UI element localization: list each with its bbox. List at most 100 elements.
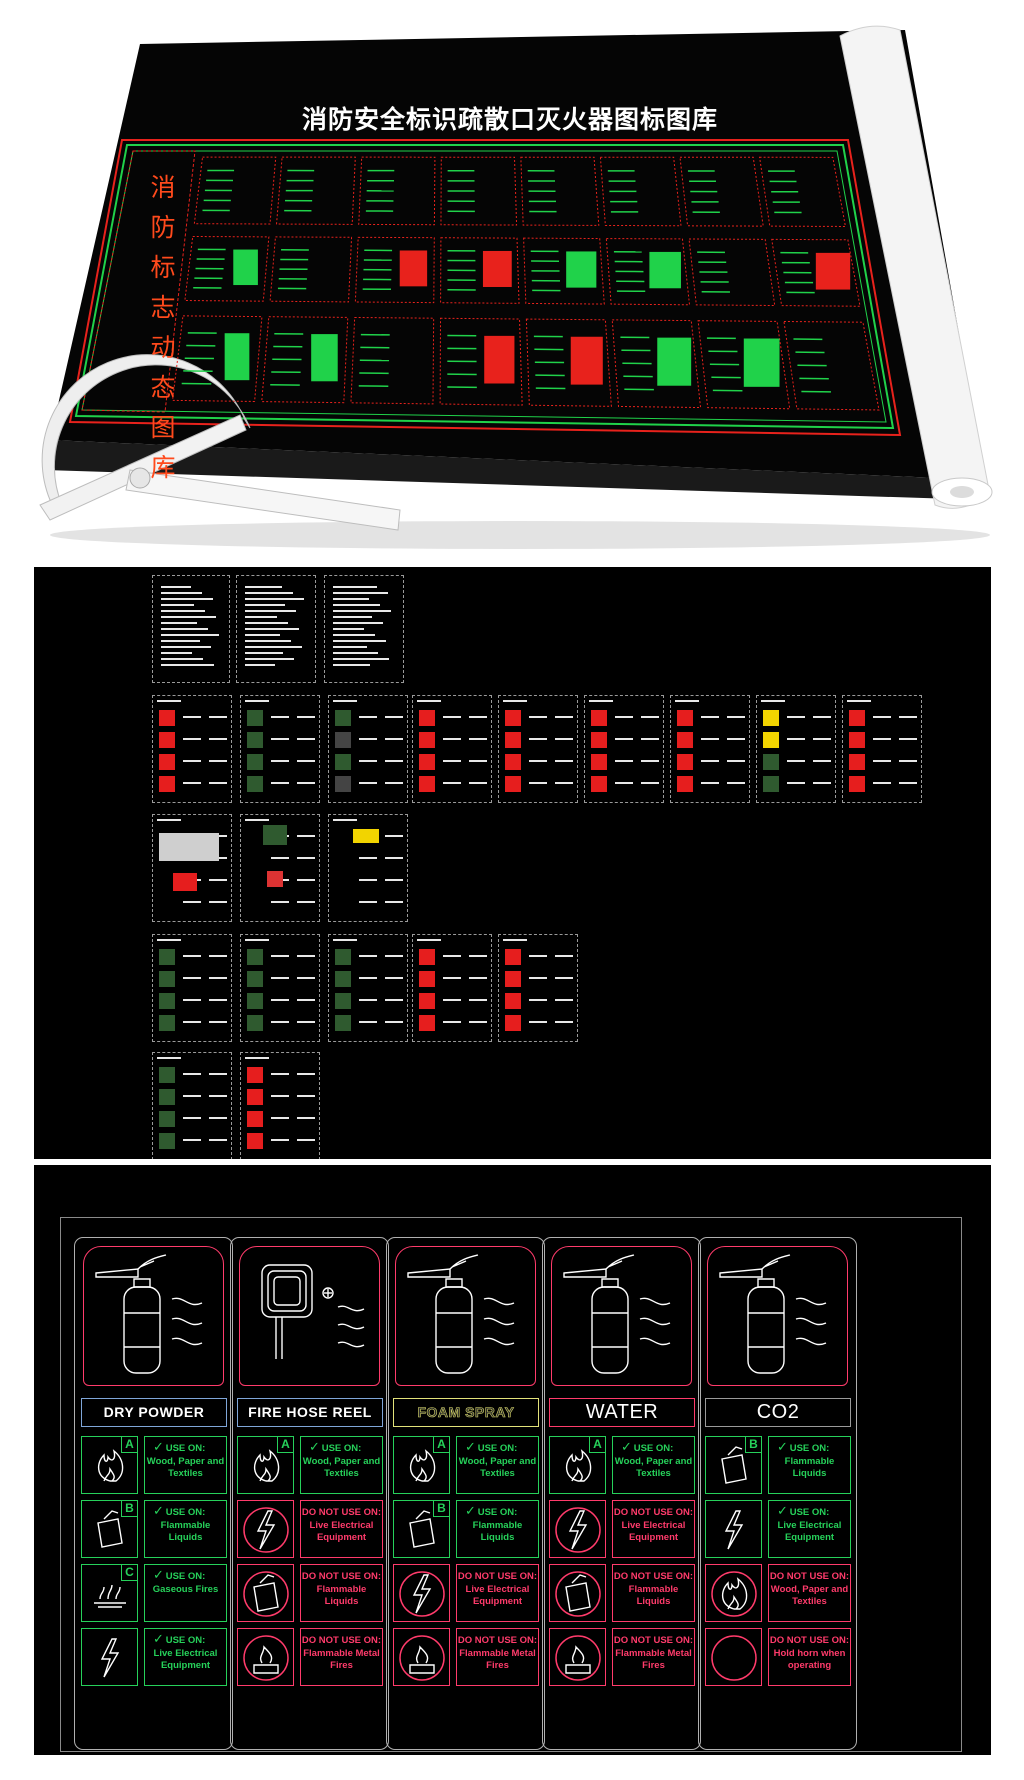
hazard-class-box: A <box>237 1436 294 1494</box>
cad-sheet-mark <box>183 782 201 784</box>
usage-text: Flammable Liquids <box>628 1584 679 1607</box>
cad-sheet-mark <box>271 977 289 979</box>
cad-sheet <box>498 695 578 803</box>
cad-sheet-mark <box>247 1133 263 1149</box>
cad-sheet-mark <box>247 829 263 845</box>
usage-heading: DO NOT USE ON: <box>301 1571 382 1582</box>
cad-sheet-mark <box>443 738 461 740</box>
usage-heading: USE ON: <box>789 1507 830 1518</box>
cad-sheet-mark <box>335 710 351 726</box>
cad-sheet-mark <box>529 738 547 740</box>
cad-sheet-mark <box>419 732 435 748</box>
poster-sheet <box>261 316 349 404</box>
cad-sheet-mark <box>271 955 289 957</box>
cad-sheet-mark <box>247 1067 263 1083</box>
hazard-class-box <box>237 1564 294 1622</box>
use-on-row: B✓USE ON:Flammable Liquids <box>81 1500 227 1558</box>
cad-sheet-mark <box>245 604 285 606</box>
cad-sheet-mark <box>443 1021 461 1023</box>
cad-sheet-mark <box>469 1021 487 1023</box>
cad-sheet-mark <box>333 658 389 660</box>
cad-sheet-mark <box>555 1021 573 1023</box>
cad-sheet-mark <box>297 738 315 740</box>
cad-sheet-mark <box>529 999 547 1001</box>
poster-sign-block <box>657 337 692 386</box>
cad-sheet-mark <box>899 716 917 718</box>
cad-sheet-mark <box>529 716 547 718</box>
poster-sheet <box>611 319 702 409</box>
hazard-class-box <box>705 1628 762 1686</box>
extinguisher-icon <box>95 1254 203 1374</box>
cad-sheet-mark <box>161 634 219 636</box>
usage-text: Live Electrical Equipment <box>309 1520 374 1543</box>
cad-sheet-mark <box>359 955 377 957</box>
poster-sheet <box>771 238 861 307</box>
cad-sheet-mark <box>727 782 745 784</box>
cad-sheet-mark <box>849 710 865 726</box>
cad-sheet-mark <box>245 586 282 588</box>
cad-sheet-mark <box>209 1095 227 1097</box>
cad-sheet-mark <box>677 776 693 792</box>
cad-sheet-mark <box>247 1015 263 1031</box>
cad-sheet-mark <box>159 776 175 792</box>
cad-sheet-mark <box>469 955 487 957</box>
cad-sheet-mark <box>247 1089 263 1105</box>
usage-text: Flammable Metal Fires <box>459 1648 536 1671</box>
usage-text: Live Electrical Equipment <box>777 1520 842 1543</box>
extinguisher-illustration <box>395 1246 536 1386</box>
cad-sheet-mark <box>335 971 351 987</box>
cad-sheet-mark <box>505 949 521 965</box>
fire-class-letter: A <box>433 1436 450 1453</box>
usage-heading: DO NOT USE ON: <box>457 1571 538 1582</box>
cad-sheet-mark <box>297 1073 315 1075</box>
extinguisher-illustration <box>551 1246 692 1386</box>
check-icon: ✓ <box>153 1503 164 1518</box>
cad-sheet-mark <box>159 710 175 726</box>
cad-sheet-mark <box>333 819 357 821</box>
cad-sheet-mark <box>183 901 201 903</box>
do-not-use-row: DO NOT USE ON:Flammable Liquids <box>237 1564 383 1622</box>
poster-sheet <box>350 316 435 405</box>
use-on-row: ✓USE ON: Live Electrical Equipment <box>705 1500 851 1558</box>
cad-sheet-mark <box>677 710 693 726</box>
cad-sheet-mark <box>385 879 403 881</box>
cad-sheet-mark <box>641 760 659 762</box>
cad-sheet-mark <box>677 732 693 748</box>
usage-heading: USE ON: <box>477 1443 518 1454</box>
fuel-can-icon <box>721 1446 747 1484</box>
cad-sheet-mark <box>183 1021 201 1023</box>
cad-sheet-mark <box>701 760 719 762</box>
check-icon: ✓ <box>153 1439 164 1454</box>
poster-sheet-grid <box>171 156 880 411</box>
fire-icon <box>711 1571 757 1617</box>
cad-sheet-mark <box>353 829 379 843</box>
cad-sheet-mark <box>297 782 315 784</box>
fuel-can-icon <box>409 1510 435 1548</box>
cad-sheet-mark <box>209 879 227 881</box>
poster-sheet <box>171 315 263 402</box>
poster-sheet <box>525 318 612 407</box>
poster-sheet <box>275 156 356 225</box>
cad-sheet-mark <box>247 1111 263 1127</box>
cad-sheet-mark <box>419 710 435 726</box>
cad-sheet-mark <box>267 871 283 887</box>
cad-sheet-mark <box>417 700 441 702</box>
cad-sheet-mark <box>209 1073 227 1075</box>
cad-sheet <box>240 1052 320 1159</box>
check-icon: ✓ <box>309 1439 320 1454</box>
do-not-use-row: DO NOT USE ON:Flammable Metal Fires <box>393 1628 539 1686</box>
cad-sheet-mark <box>359 901 377 903</box>
usage-text: Live Electrical Equipment <box>153 1648 218 1671</box>
cad-sheet-mark <box>245 664 275 666</box>
usage-heading: DO NOT USE ON: <box>769 1635 850 1646</box>
cad-sheet-mark <box>787 738 805 740</box>
check-icon: ✓ <box>777 1503 788 1518</box>
cad-sheet-mark <box>873 716 891 718</box>
cad-sheet-mark <box>443 760 461 762</box>
cad-sheet <box>328 695 408 803</box>
cad-sheet-mark <box>297 716 315 718</box>
poster-sheet <box>599 156 682 227</box>
extinguisher-type-label: WATER <box>549 1398 695 1427</box>
fire-class-letter: B <box>433 1500 450 1517</box>
